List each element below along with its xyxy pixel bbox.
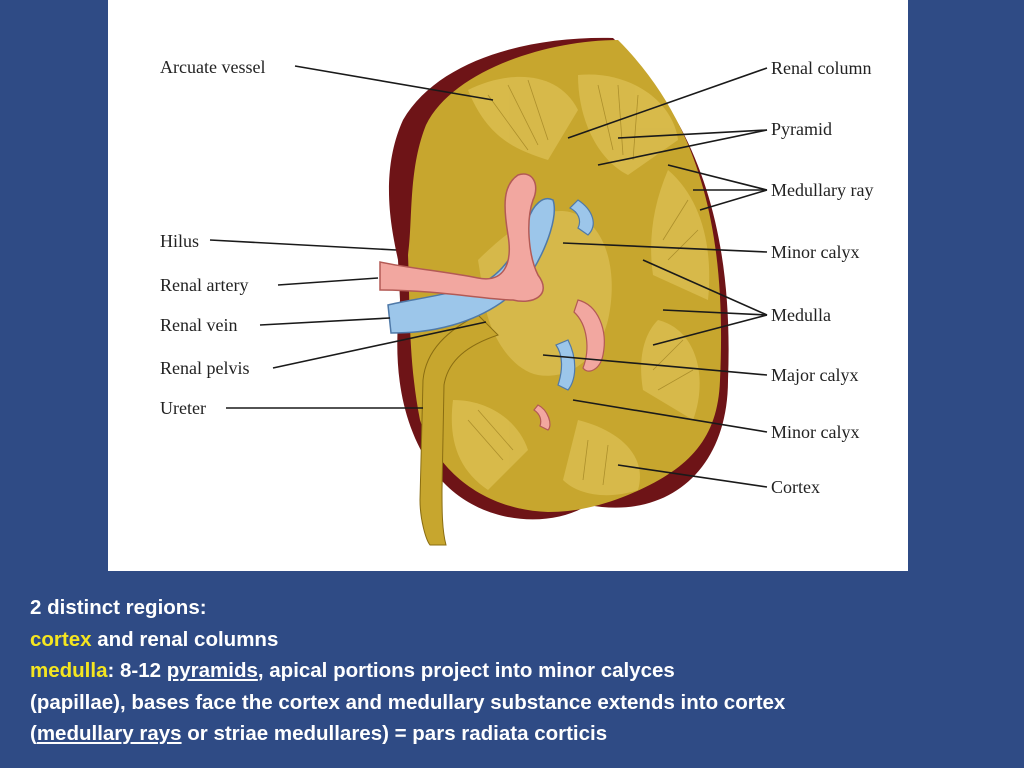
calyx-vein-branch-1 bbox=[555, 339, 576, 391]
caption-line-1: 2 distinct regions: bbox=[30, 596, 207, 619]
label-cortex: Cortex bbox=[771, 477, 820, 497]
pyramids bbox=[451, 74, 710, 496]
kidney-illustration: Arcuate vessel Hilus Renal artery Renal … bbox=[108, 0, 908, 571]
label-ureter: Ureter bbox=[160, 398, 206, 418]
medullary-ray-striations bbox=[467, 79, 699, 486]
label-medulla: Medulla bbox=[771, 305, 831, 325]
renal-artery-shape bbox=[379, 173, 544, 302]
caption-line-3-b: , apical portions project into minor cal… bbox=[257, 659, 675, 682]
link-pyramids[interactable]: pyramids bbox=[166, 659, 258, 682]
caption-line-4: (papillae), bases face the cortex and me… bbox=[30, 690, 786, 714]
calyx-vein-branch-2 bbox=[568, 199, 594, 236]
label-hilus: Hilus bbox=[160, 231, 199, 251]
caption-line-5-a: ( bbox=[30, 722, 37, 745]
caption-text: 2 distinct regions: cortex and renal col… bbox=[30, 592, 1010, 750]
diagram-labels: Arcuate vessel Hilus Renal artery Renal … bbox=[160, 57, 873, 497]
calyx-artery-branch-1 bbox=[573, 299, 605, 372]
caption-line-5-b: or striae medullares) = pars radiata cor… bbox=[181, 722, 608, 745]
caption-line-2: cortex and renal columns bbox=[30, 624, 1010, 656]
term-cortex: cortex bbox=[30, 627, 92, 651]
label-renal-artery: Renal artery bbox=[160, 275, 248, 295]
kidney-diagram: Arcuate vessel Hilus Renal artery Renal … bbox=[160, 37, 873, 546]
label-pyramid: Pyramid bbox=[771, 119, 832, 139]
ureter-shape bbox=[419, 314, 499, 546]
caption-line-2-rest: and renal columns bbox=[91, 627, 279, 651]
leader-lines bbox=[209, 65, 768, 488]
label-minor-calyx-upper: Minor calyx bbox=[771, 242, 859, 262]
calyx-artery-branch-2 bbox=[533, 404, 551, 431]
label-renal-column: Renal column bbox=[771, 58, 871, 78]
label-renal-vein: Renal vein bbox=[160, 315, 237, 335]
caption-line-3-a: : 8-12 bbox=[107, 659, 167, 682]
link-medullary-rays[interactable]: medullary rays bbox=[36, 722, 182, 745]
label-major-calyx: Major calyx bbox=[771, 365, 858, 385]
label-medullary-ray: Medullary ray bbox=[771, 180, 873, 200]
term-medulla: medulla bbox=[30, 659, 108, 682]
label-minor-calyx-lower: Minor calyx bbox=[771, 422, 859, 442]
caption-line-3: medulla: 8-12 pyramids, apical portions … bbox=[30, 655, 1010, 687]
label-renal-pelvis: Renal pelvis bbox=[160, 358, 249, 378]
caption-line-5: (medullary rays or striae medullares) = … bbox=[30, 718, 1010, 750]
label-arcuate-vessel: Arcuate vessel bbox=[160, 57, 265, 77]
